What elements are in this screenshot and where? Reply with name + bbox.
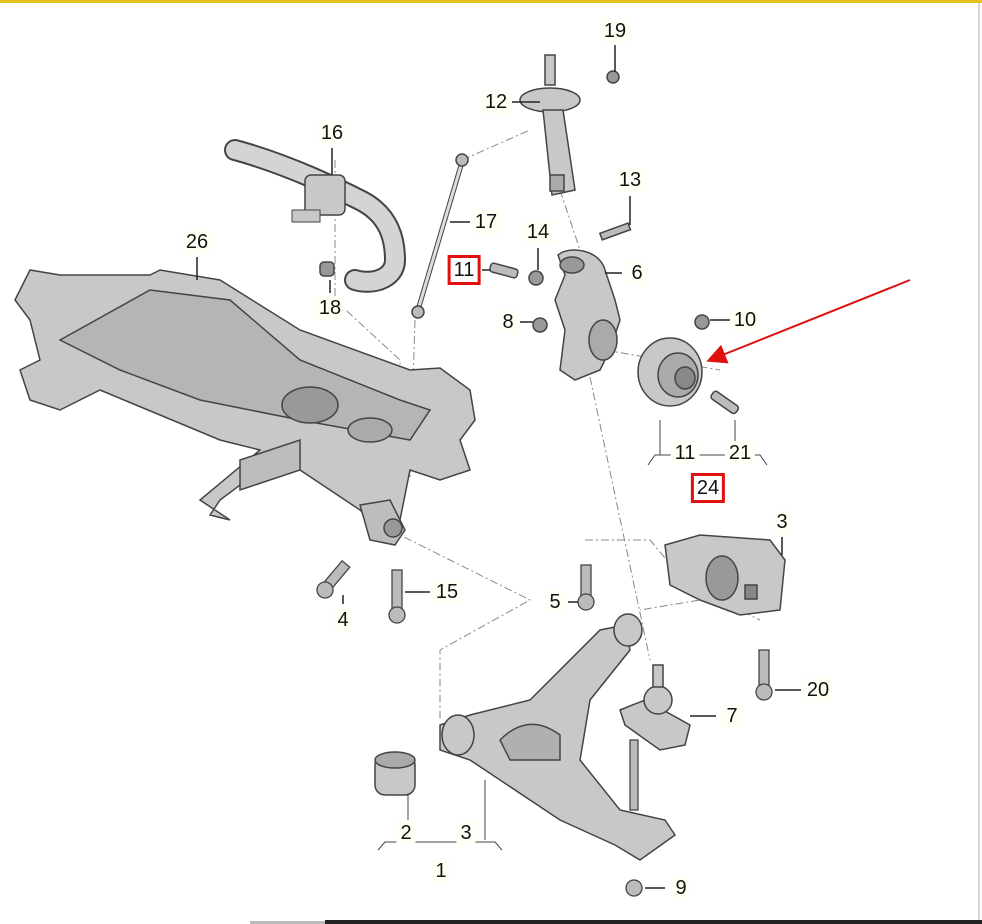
rear-bushing-part bbox=[664, 534, 786, 616]
subframe-part bbox=[14, 269, 476, 546]
callout-16: 16 bbox=[316, 121, 348, 145]
callout-5: 5 bbox=[545, 590, 565, 614]
callout-15: 15 bbox=[431, 580, 463, 604]
callout-12: 12 bbox=[480, 90, 512, 114]
bolts bbox=[316, 559, 773, 897]
callout-18: 18 bbox=[314, 296, 346, 320]
callout-11: 11 bbox=[670, 441, 700, 465]
leader-lines bbox=[196, 45, 801, 889]
bottom-border bbox=[325, 920, 982, 924]
wheel-hub-part bbox=[637, 337, 740, 415]
callout-1: 1 bbox=[431, 859, 451, 883]
wheel-bearing-housing-part bbox=[489, 222, 710, 381]
callout-14: 14 bbox=[522, 220, 554, 244]
strut-part bbox=[519, 54, 620, 196]
callout-4: 4 bbox=[333, 608, 353, 632]
callout-20: 20 bbox=[802, 678, 834, 702]
ball-joint-part bbox=[619, 664, 691, 751]
callout-3-bushing: 3 bbox=[772, 510, 792, 534]
callout-21: 21 bbox=[724, 441, 756, 465]
callout-3-arm: 3 bbox=[456, 821, 476, 845]
callout-2: 2 bbox=[396, 821, 416, 845]
callout-8: 8 bbox=[498, 310, 518, 334]
callout-10: 10 bbox=[729, 308, 761, 332]
stabilizer-bar-part bbox=[224, 139, 407, 293]
right-border bbox=[978, 3, 980, 923]
callout-9: 9 bbox=[671, 876, 691, 900]
callout-6: 6 bbox=[627, 261, 647, 285]
top-border bbox=[0, 0, 982, 3]
callout-19: 19 bbox=[599, 19, 631, 43]
callout-26: 26 bbox=[181, 230, 213, 254]
highlight-arrow bbox=[706, 279, 911, 364]
front-bushing-part bbox=[374, 751, 416, 796]
control-arm-part bbox=[439, 613, 677, 861]
callout-11-highlighted: 11 bbox=[447, 255, 481, 285]
callout-7: 7 bbox=[722, 704, 742, 728]
coupling-rod-part bbox=[319, 153, 469, 319]
bottom-border-left bbox=[250, 921, 325, 924]
callout-13: 13 bbox=[614, 168, 646, 192]
callout-17: 17 bbox=[470, 210, 502, 234]
callout-24-highlighted: 24 bbox=[690, 473, 726, 503]
